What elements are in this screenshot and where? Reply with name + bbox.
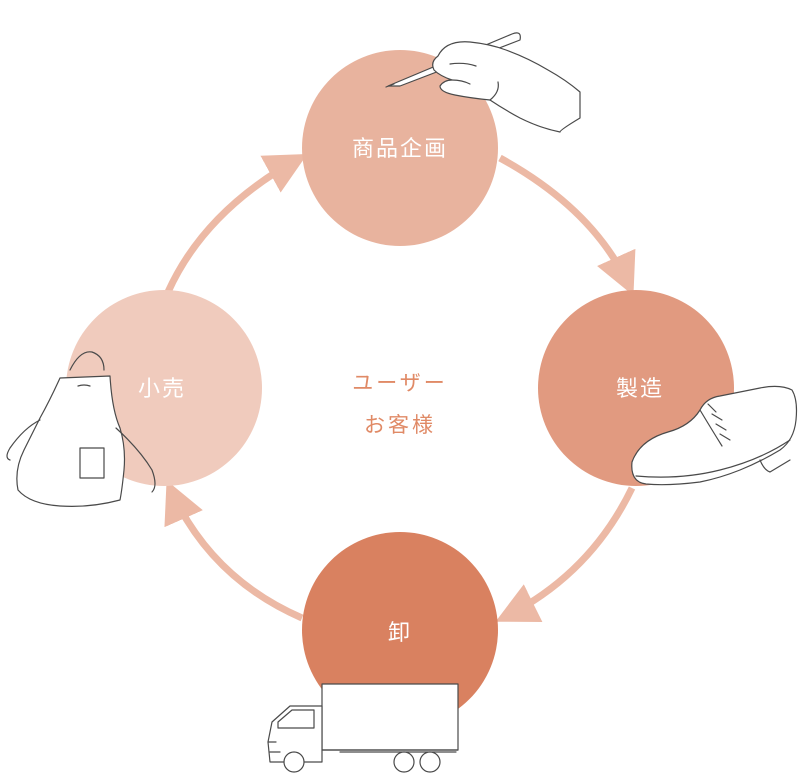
node-planning: 商品企画 xyxy=(302,50,498,246)
node-retail-label: 小売 xyxy=(138,377,186,402)
node-planning-circle xyxy=(302,50,498,246)
shoe-icon xyxy=(631,385,798,486)
node-wholesale-circle xyxy=(302,532,498,728)
arrow-wholesale-to-retail xyxy=(164,480,304,622)
cycle-arrows xyxy=(164,153,636,622)
apron-icon xyxy=(6,351,156,507)
node-wholesale-label: 卸 xyxy=(388,621,412,646)
center-label-line1: ユーザー xyxy=(352,371,448,395)
truck-icon xyxy=(267,683,459,773)
hand-pen-icon xyxy=(385,32,581,133)
arrow-retail-to-planning xyxy=(164,153,308,294)
arrow-manufacturing-to-wholesale xyxy=(495,486,636,622)
center-label-line2: お客様 xyxy=(364,413,436,437)
arrow-planning-to-manufacturing xyxy=(498,154,636,296)
node-manufacturing-label: 製造 xyxy=(616,377,664,402)
center-label: ユーザー お客様 xyxy=(352,371,448,437)
node-wholesale: 卸 xyxy=(302,532,498,728)
node-planning-label: 商品企画 xyxy=(352,137,448,162)
